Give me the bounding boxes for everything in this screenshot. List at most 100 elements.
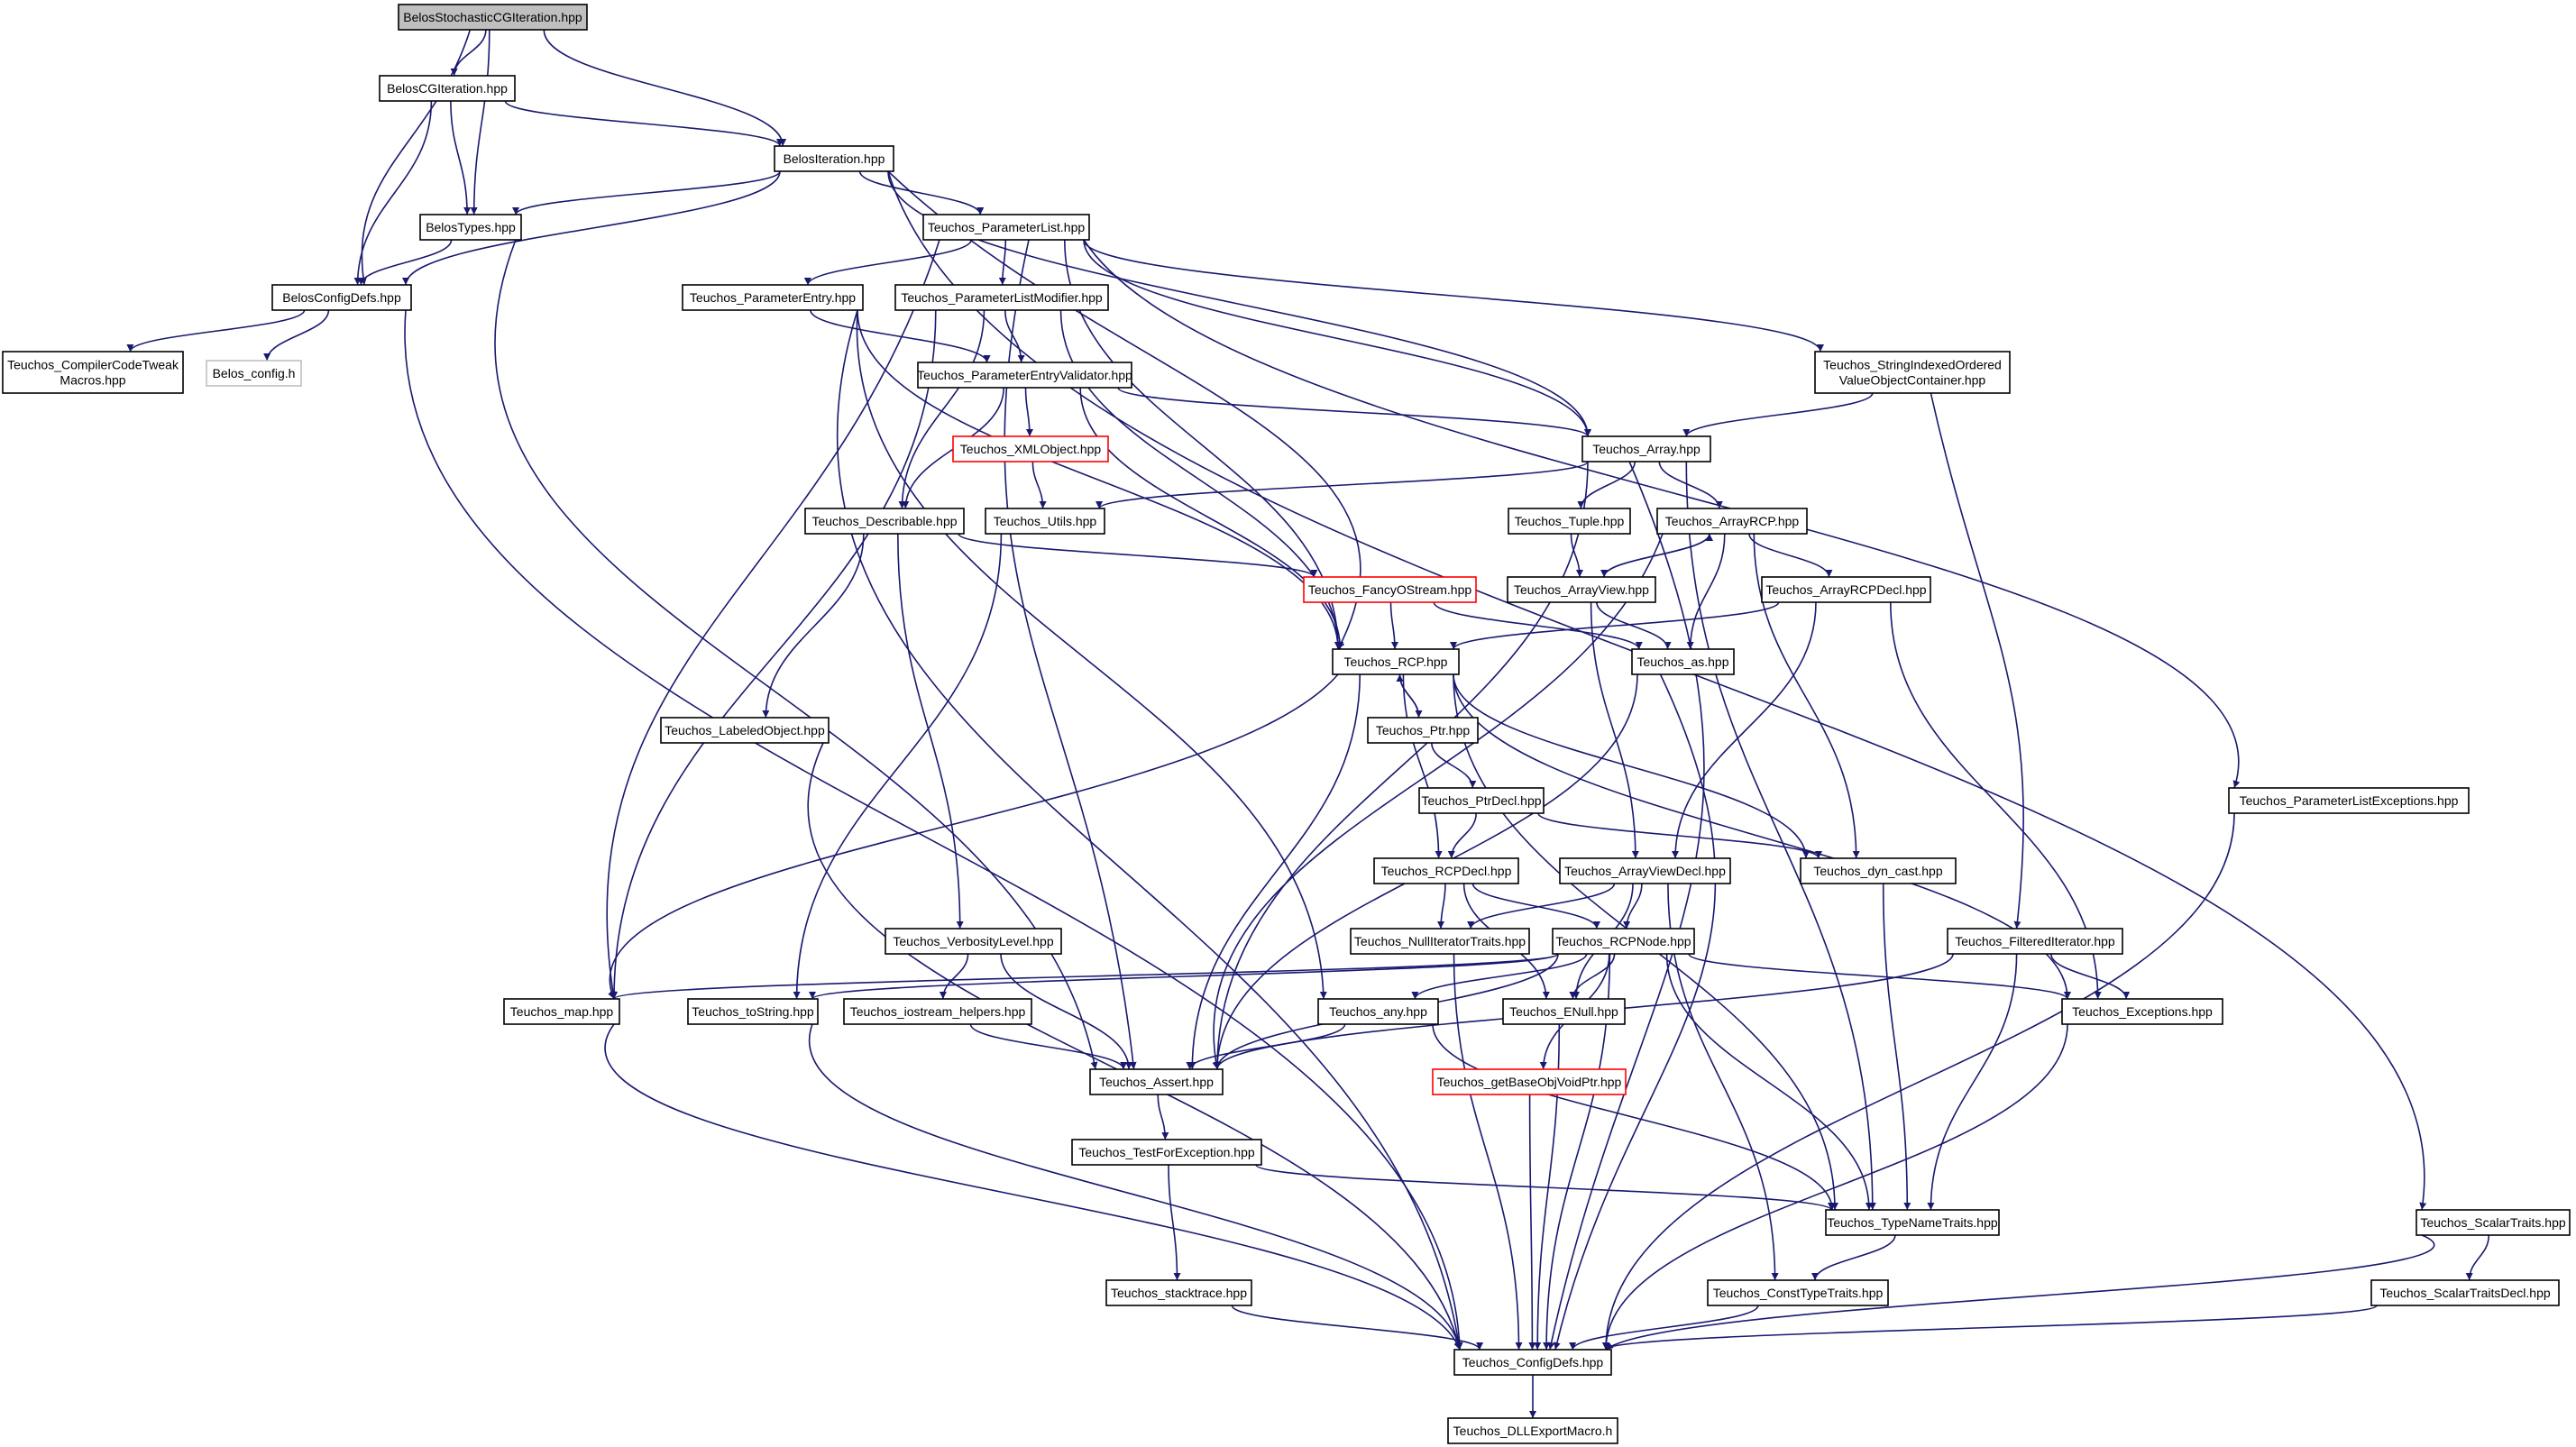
dependency-edge — [1882, 883, 1911, 1211]
dependency-edge — [1432, 1023, 1837, 1211]
file-node[interactable]: Teuchos_ArrayRCP.hpp — [1656, 508, 1808, 535]
file-node-label: Teuchos_Describable.hpp — [811, 514, 957, 528]
file-node-box — [1825, 1209, 2000, 1236]
file-node[interactable]: Teuchos_stacktrace.hpp — [1105, 1279, 1252, 1306]
file-node[interactable]: Teuchos_Utils.hpp — [985, 508, 1105, 535]
file-node[interactable]: Teuchos_ScalarTraitsDecl.hpp — [2370, 1279, 2560, 1306]
file-node[interactable]: BelosTypes.hpp — [419, 214, 522, 241]
file-node[interactable]: BelosCGIteration.hpp — [379, 75, 516, 102]
file-node[interactable]: Teuchos_ScalarTraits.hpp — [2416, 1209, 2571, 1236]
file-node-label: Teuchos_map.hpp — [510, 1004, 614, 1019]
file-node-label: Teuchos_iostream_helpers.hpp — [850, 1004, 1026, 1019]
dependency-edge — [1569, 953, 1616, 1000]
dependency-edge — [1467, 883, 1616, 930]
file-node-box — [1947, 928, 2123, 955]
file-node-box — [1761, 576, 1931, 603]
file-node[interactable]: Teuchos_ArrayViewDecl.hpp — [1559, 857, 1731, 884]
file-node-box — [843, 998, 1032, 1025]
dependency-edge — [1665, 953, 1873, 1211]
dependency-edge — [1396, 673, 1420, 719]
file-node-label: BelosStochasticCGIteration.hpp — [403, 10, 582, 24]
file-node[interactable]: Teuchos_RCPDecl.hpp — [1373, 857, 1519, 884]
file-node-label: Teuchos_ENull.hpp — [1509, 1004, 1618, 1019]
file-node[interactable]: Teuchos_ConfigDefs.hpp — [1453, 1349, 1612, 1376]
file-node-box — [1453, 1349, 1612, 1376]
file-node[interactable]: Teuchos_ConstTypeTraits.hpp — [1707, 1279, 1889, 1306]
dependency-edge — [1186, 1023, 1346, 1070]
file-node[interactable]: Teuchos_Array.hpp — [1581, 435, 1711, 462]
file-node[interactable]: Teuchos_dyn_cast.hpp — [1800, 857, 1957, 884]
file-node[interactable]: Teuchos_iostream_helpers.hpp — [843, 998, 1032, 1025]
file-node[interactable]: Teuchos_Tuple.hpp — [1508, 508, 1631, 535]
file-node[interactable]: Teuchos_ENull.hpp — [1502, 998, 1626, 1025]
file-node-label: Teuchos_stacktrace.hpp — [1111, 1286, 1247, 1300]
file-node[interactable]: Teuchos_ParameterList.hpp — [922, 214, 1090, 241]
file-node[interactable]: Teuchos_ParameterListModifier.hpp — [894, 284, 1109, 311]
file-node[interactable]: Teuchos_RCP.hpp — [1332, 648, 1460, 675]
dependency-edge — [958, 533, 1318, 578]
dependency-edge — [1437, 883, 1446, 930]
file-node-label: Teuchos_Array.hpp — [1592, 442, 1701, 456]
file-node[interactable]: Teuchos_Describable.hpp — [804, 508, 965, 535]
file-node[interactable]: Teuchos_FilteredIterator.hpp — [1947, 928, 2123, 955]
dependency-edge — [1471, 883, 1600, 930]
file-node[interactable]: Teuchos_TestForException.hpp — [1071, 1139, 1262, 1166]
dependency-edge — [1079, 387, 1344, 650]
file-node[interactable]: Teuchos_Exceptions.hpp — [2061, 998, 2223, 1025]
file-node[interactable]: Teuchos_VerbosityLevel.hpp — [885, 928, 1062, 955]
file-node[interactable]: Teuchos_StringIndexedOrderedValueObjectC… — [1814, 351, 2011, 394]
file-node[interactable]: Teuchos_DLLExportMacro.h — [1447, 1417, 1618, 1444]
file-node[interactable]: Teuchos_ParameterEntryValidator.hpp — [917, 362, 1132, 389]
file-node[interactable]: Teuchos_NullIteratorTraits.hpp — [1350, 928, 1530, 955]
root-file-node[interactable]: BelosStochasticCGIteration.hpp — [398, 4, 588, 31]
dependency-edge — [1453, 953, 1523, 1351]
file-node[interactable]: Teuchos_LabeledObject.hpp — [660, 717, 830, 744]
dependency-edge — [1157, 1094, 1169, 1140]
dependency-edge — [2050, 953, 2131, 1000]
dependency-edge — [1682, 392, 1874, 437]
file-node[interactable]: Teuchos_XMLObject.hpp — [952, 435, 1109, 462]
file-node-box — [1656, 508, 1808, 535]
dependency-edge — [897, 533, 964, 930]
file-node-label: Teuchos_CompilerCodeTweak — [7, 358, 179, 372]
dependency-edge — [1168, 1164, 1181, 1281]
node-layer: BelosStochasticCGIteration.hppBelosCGIte… — [2, 4, 2571, 1444]
file-node[interactable]: Teuchos_as.hpp — [1631, 648, 1735, 675]
dependency-edge — [1685, 461, 1876, 1211]
file-node-label: Teuchos_ParameterListExceptions.hpp — [2240, 793, 2459, 808]
file-node[interactable]: Teuchos_Assert.hpp — [1089, 1068, 1224, 1095]
file-node-label: Teuchos_FilteredIterator.hpp — [1955, 934, 2115, 948]
file-node[interactable]: Teuchos_Ptr.hpp — [1367, 717, 1479, 744]
file-node-box — [1373, 857, 1519, 884]
dependency-edge — [353, 100, 433, 286]
file-node-box — [952, 435, 1109, 462]
file-node[interactable]: BelosConfigDefs.hpp — [271, 284, 412, 311]
file-node-label: Teuchos_as.hpp — [1637, 655, 1729, 669]
file-node[interactable]: Teuchos_any.hpp — [1317, 998, 1439, 1025]
file-node[interactable]: Teuchos_ParameterEntry.hpp — [682, 284, 864, 311]
file-node[interactable]: Teuchos_TypeNameTraits.hpp — [1825, 1209, 2000, 1236]
file-node[interactable]: Teuchos_ArrayView.hpp — [1507, 576, 1656, 603]
file-node-label: Teuchos_ArrayRCP.hpp — [1665, 514, 1800, 528]
file-node-box — [917, 362, 1132, 389]
file-node[interactable]: Teuchos_getBaseObjVoidPtr.hpp — [1432, 1068, 1627, 1095]
file-node[interactable]: Teuchos_toString.hpp — [687, 998, 819, 1025]
dependency-edge — [836, 309, 1462, 1351]
dependency-edge — [450, 100, 472, 215]
dependency-edge — [1024, 387, 1033, 437]
dependency-edge — [858, 170, 985, 215]
dependency-edge — [126, 309, 306, 353]
file-node[interactable]: Teuchos_ParameterListExceptions.hpp — [2228, 787, 2470, 814]
file-node-box — [1581, 435, 1711, 462]
file-node[interactable]: BelosIteration.hpp — [774, 145, 894, 172]
file-node[interactable]: Teuchos_map.hpp — [503, 998, 620, 1025]
file-node[interactable]: Teuchos_FancyOStream.hpp — [1303, 576, 1477, 603]
file-node[interactable]: Teuchos_RCPNode.hpp — [1552, 928, 1695, 955]
file-node-box — [1105, 1279, 1252, 1306]
file-node[interactable]: Teuchos_ArrayRCPDecl.hpp — [1761, 576, 1931, 603]
file-node[interactable]: Teuchos_PtrDecl.hpp — [1418, 787, 1545, 814]
file-node-label: BelosTypes.hpp — [426, 220, 516, 234]
dependency-edge — [504, 100, 784, 147]
